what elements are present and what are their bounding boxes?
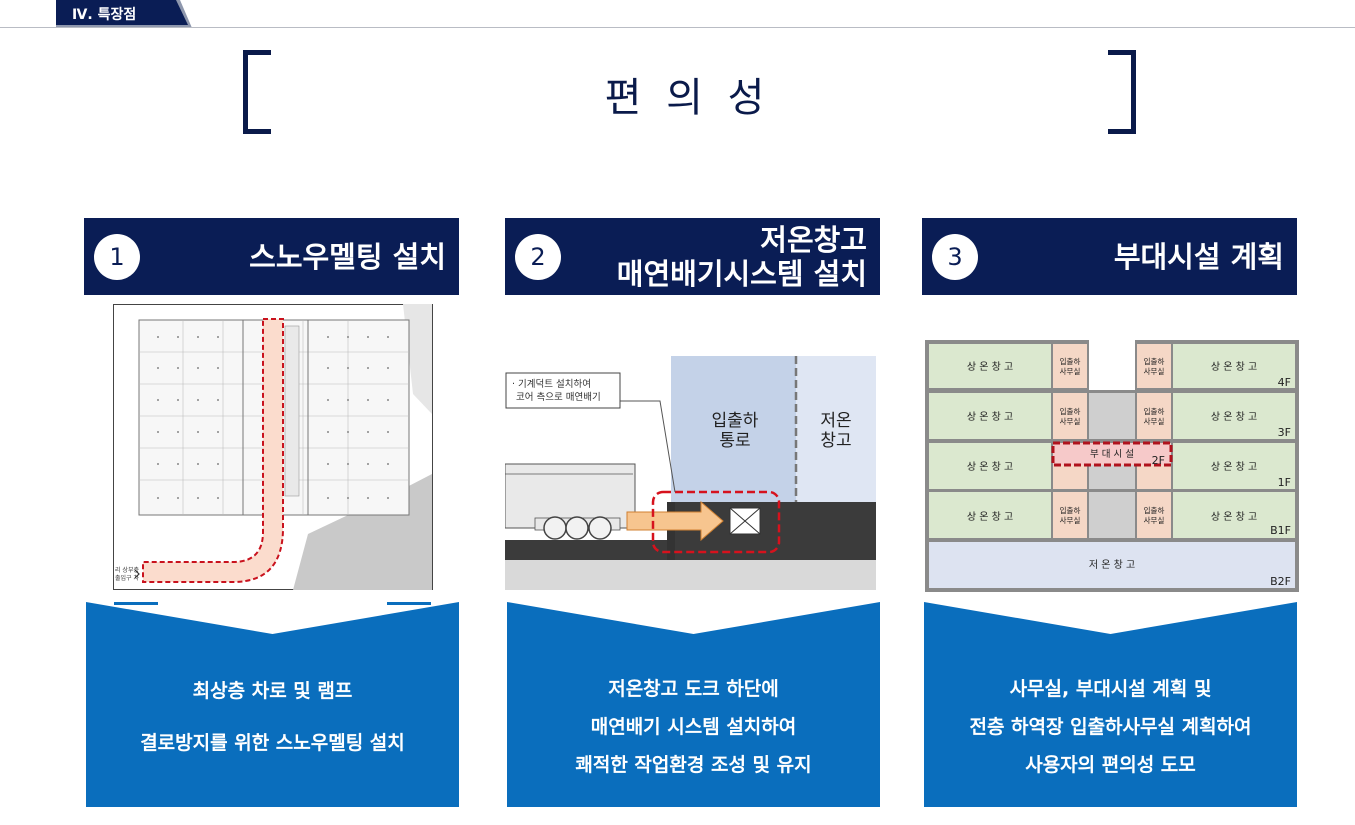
floor-stack-figure: 상 온 창 고 상 온 창 고 상 온 창 고 상 온 창 고 상 온 창 고 …: [925, 340, 1299, 592]
page-title: 편 의 성: [604, 75, 771, 121]
panel-line: 사무실, 부대시설 계획 및: [1009, 678, 1212, 700]
title-bracket-left: [243, 50, 271, 134]
panel-shape: [507, 602, 880, 807]
floor-label: 2F: [1152, 454, 1165, 467]
warehouse-label: 상 온 창 고: [1211, 511, 1257, 523]
exhaust-section-drawing: · 기계덕트 설치하여 코어 측으로 매연배기 입출하 통로 저온 창고: [505, 356, 876, 590]
panel-text-2: 저온창고 도크 하단에 매연배기 시스템 설치하여 쾌적한 작업환경 조성 및 …: [507, 670, 880, 784]
chevron-right-icon: [134, 569, 140, 579]
panel-line: 저온창고 도크 하단에: [608, 678, 779, 700]
floor-plan-note: 출입구 차: [115, 574, 139, 582]
warehouse-label: 상 온 창 고: [967, 361, 1013, 373]
panel-line: 결로방지를 위한 스노우멜팅 설치: [140, 732, 405, 754]
floor-label: 4F: [1278, 376, 1291, 389]
panel-line: 사용자의 편의성 도모: [1025, 754, 1196, 776]
column-title-line: 부대시설 계획: [1113, 239, 1284, 274]
corridor-label: 통로: [719, 431, 750, 451]
section-label: Ⅳ. 특장점: [72, 7, 137, 23]
section-tab: Ⅳ. 특장점: [0, 0, 192, 28]
warehouse-label: 상 온 창 고: [1211, 411, 1257, 423]
top-divider: [0, 27, 1355, 28]
warehouse-label: 상 온 창 고: [967, 461, 1013, 473]
column-title-line: 저온창고: [760, 222, 867, 257]
panel-line: 최상층 차로 및 램프: [192, 680, 353, 702]
office-label: 입출하: [1060, 356, 1081, 366]
callout-line: 코어 측으로 매연배기: [516, 392, 601, 403]
cold-warehouse-label: 저 온 창 고: [1089, 559, 1135, 571]
floor-label: 1F: [1278, 476, 1291, 489]
exhaust-section-figure: · 기계덕트 설치하여 코어 측으로 매연배기 입출하 통로 저온 창고: [505, 356, 876, 590]
column-number-1: 1: [94, 234, 140, 280]
cold-storage-label: 저온: [820, 411, 851, 431]
column-title-2: 저온창고 매연배기시스템 설치: [617, 218, 867, 295]
office-label: 입출하: [1144, 406, 1165, 416]
column-number-2: 2: [515, 234, 561, 280]
panel-line: 매연배기 시스템 설치하여: [590, 716, 797, 738]
floor-plan-note: 리 상부층: [115, 566, 139, 574]
office-label: 사무실: [1144, 515, 1165, 525]
office-label: 사무실: [1060, 416, 1081, 426]
warehouse-label: 상 온 창 고: [967, 411, 1013, 423]
floor-plan-drawing: 리 상부층 출입구 차: [113, 304, 433, 590]
facility-label: 부 대 시 설: [1090, 449, 1134, 460]
section-tab-shape: [56, 0, 192, 28]
column-header-2: 2 저온창고 매연배기시스템 설치: [505, 218, 880, 295]
floor-stack-drawing: 상 온 창 고 상 온 창 고 상 온 창 고 상 온 창 고 상 온 창 고 …: [925, 340, 1299, 592]
office-label: 사무실: [1060, 515, 1081, 525]
description-panel-2: 저온창고 도크 하단에 매연배기 시스템 설치하여 쾌적한 작업환경 조성 및 …: [507, 602, 880, 807]
column-title-line: 매연배기시스템 설치: [616, 256, 867, 291]
office-label: 입출하: [1144, 505, 1165, 515]
cold-storage-label: 창고: [820, 431, 851, 451]
column-title-line: 스노우멜팅 설치: [249, 239, 446, 274]
office-label: 입출하: [1144, 356, 1165, 366]
panel-shape: [924, 602, 1297, 807]
panel-line: 전층 하역장 입출하사무실 계획하여: [969, 716, 1252, 738]
column-title-3: 부대시설 계획: [1114, 218, 1284, 295]
office-label: 사무실: [1144, 416, 1165, 426]
office-label: 사무실: [1060, 366, 1081, 376]
office-label: 사무실: [1144, 366, 1165, 376]
panel-text-3: 사무실, 부대시설 계획 및 전층 하역장 입출하사무실 계획하여 사용자의 편…: [924, 670, 1297, 784]
column-header-1: 1 스노우멜팅 설치: [84, 218, 459, 295]
column-title-1: 스노우멜팅 설치: [249, 218, 446, 295]
warehouse-label: 상 온 창 고: [1211, 461, 1257, 473]
panel-text-1: 최상층 차로 및 램프 결로방지를 위한 스노우멜팅 설치: [86, 672, 459, 762]
warehouse-label: 상 온 창 고: [1211, 361, 1257, 373]
corridor-label: 입출하: [712, 411, 759, 431]
column-header-3: 3 부대시설 계획: [922, 218, 1297, 295]
callout-line: · 기계덕트 설치하여: [512, 378, 591, 390]
description-panel-1: 최상층 차로 및 램프 결로방지를 위한 스노우멜팅 설치: [86, 602, 459, 807]
warehouse-label: 상 온 창 고: [967, 511, 1013, 523]
floor-label: B2F: [1270, 575, 1291, 588]
panel-line: 쾌적한 작업환경 조성 및 유지: [575, 754, 812, 776]
panel-shape: [86, 602, 459, 807]
office-label: 입출하: [1060, 505, 1081, 515]
office-label: 입출하: [1060, 406, 1081, 416]
floor-label: 3F: [1278, 426, 1291, 439]
floor-plan-figure: 리 상부층 출입구 차: [113, 304, 433, 590]
title-bracket-right: [1108, 50, 1136, 134]
column-number-3: 3: [932, 234, 978, 280]
description-panel-3: 사무실, 부대시설 계획 및 전층 하역장 입출하사무실 계획하여 사용자의 편…: [924, 602, 1297, 807]
floor-label: B1F: [1270, 524, 1291, 537]
